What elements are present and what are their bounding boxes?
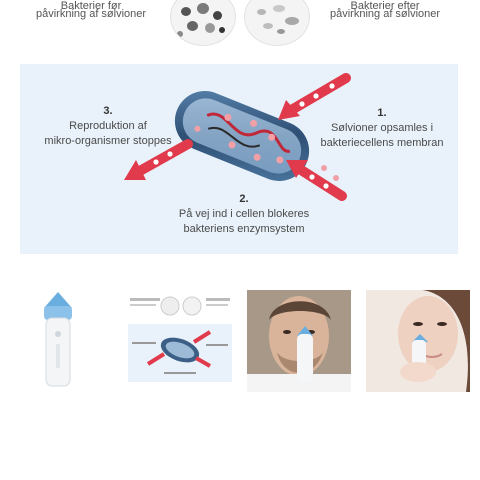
device-image	[44, 292, 72, 387]
step-3-line1: Reproduktion af	[69, 120, 147, 132]
infographic-thumbnail-image	[128, 296, 232, 382]
step-1-line2: bakteriecellens membran	[320, 137, 444, 149]
step-2-number: 2.	[239, 193, 249, 205]
bacteria-after-image	[244, 0, 310, 46]
thumbnail-man-using-device[interactable]	[247, 290, 351, 392]
thumbnail-woman-using-device[interactable]	[366, 290, 470, 392]
before-after-header: Bakterier før påvirkning af sølvioner Ba…	[0, 0, 480, 50]
infographic-illustration	[124, 73, 351, 201]
after-caption: Bakterier efter påvirkning af sølvioner	[330, 0, 441, 20]
before-caption-line1: Bakterier før	[60, 0, 122, 12]
step-3-text: 3. Reproduktion af mikro-organismer stop…	[20, 104, 196, 149]
after-caption-line1: Bakterier efter	[350, 0, 420, 12]
arrow-step-2	[286, 160, 347, 201]
woman-photo	[366, 290, 470, 392]
thumbnail-infographic[interactable]	[128, 290, 232, 392]
step-2-line1: På vej ind i cellen blokeres	[178, 208, 310, 220]
before-caption-line2: påvirkning af sølvioner	[36, 8, 147, 20]
step-3-line2: mikro-organismer stoppes	[44, 135, 172, 147]
arrow-step-3	[124, 139, 193, 180]
step-3-number: 3.	[103, 105, 113, 117]
bacteria-before-image	[170, 0, 236, 46]
arrow-step-1	[278, 73, 351, 120]
man-photo	[247, 290, 351, 392]
after-caption-line2: påvirkning af sølvioner	[330, 8, 441, 20]
step-1-line1: Sølvioner opsamles i	[330, 122, 434, 134]
step-2-text: 2. På vej ind i cellen blokeres bakterie…	[144, 192, 344, 237]
silver-ion-infographic: 3. Reproduktion af mikro-organismer stop…	[20, 64, 458, 254]
step-1-text: 1. Sølvioner opsamles i bakteriecellens …	[310, 106, 454, 151]
step-2-line2: bakteriens enzymsystem	[183, 223, 305, 235]
thumbnail-device[interactable]	[28, 290, 88, 392]
step-1-number: 1.	[377, 107, 387, 119]
bacterium-illustration	[174, 91, 310, 181]
before-caption: Bakterier før påvirkning af sølvioner	[36, 0, 147, 20]
